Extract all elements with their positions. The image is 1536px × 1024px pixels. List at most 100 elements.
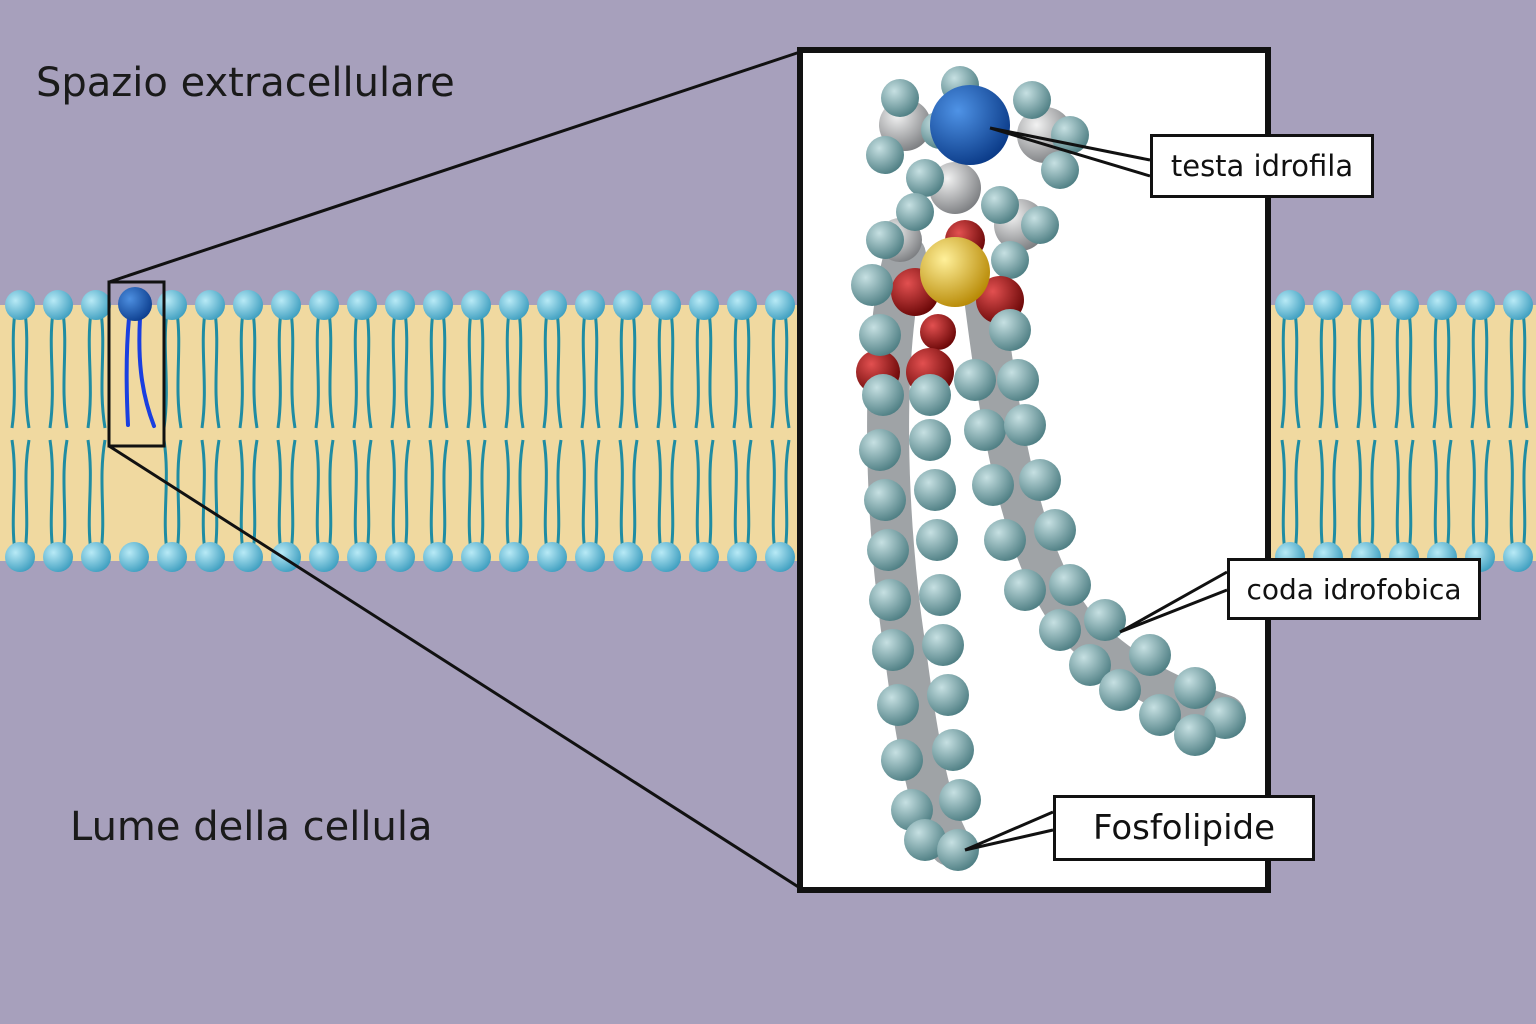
lipid-tail (555, 439, 563, 553)
lipid-tail (631, 311, 639, 429)
lipid-head (727, 542, 757, 572)
hydrogen-atom (972, 464, 1014, 506)
lipid-tail (1483, 439, 1491, 553)
lipid-tail (1508, 311, 1515, 429)
lipid-tail (1318, 311, 1325, 429)
lipid-tail (428, 439, 435, 553)
hydrogen-atom (1004, 404, 1046, 446)
lipid-head (195, 290, 225, 320)
callout-hydrophilic-head: testa idrofila (1150, 134, 1374, 198)
lipid-tail (365, 311, 373, 429)
lipid-tail (390, 311, 397, 429)
lipid-tail (86, 311, 93, 429)
hydrogen-atom (859, 314, 901, 356)
hydrogen-atom (906, 159, 944, 197)
lipid-tail (251, 311, 259, 429)
hydrogen-atom (939, 779, 981, 821)
hydrogen-atom (937, 829, 979, 871)
lipid-tail (390, 439, 397, 553)
lipid-tail (694, 439, 701, 553)
lipid-tail (1407, 439, 1415, 553)
hydrogen-atom (1174, 667, 1216, 709)
hydrogen-atom (1041, 151, 1079, 189)
lipid-tail (783, 439, 791, 553)
lipid-tail (428, 311, 435, 429)
lipid-head (1389, 290, 1419, 320)
lipid-tail (542, 311, 549, 429)
lipid-tail (1293, 311, 1301, 429)
lipid-head (385, 542, 415, 572)
lipid-tail (403, 439, 411, 553)
membrane-core-left (0, 305, 800, 561)
lipid-tail (1356, 311, 1363, 429)
lipid-tail (276, 439, 283, 553)
lipid-tail (1280, 311, 1287, 429)
lipid-head (43, 542, 73, 572)
lipid-tail (745, 311, 753, 429)
lipid-head (195, 542, 225, 572)
lipid-head (81, 290, 111, 320)
lipid-tail (707, 311, 715, 429)
hydrogen-atom (1084, 599, 1126, 641)
lipid-tail (200, 311, 207, 429)
lipid-tail (1470, 311, 1477, 429)
hydrogen-atom (877, 684, 919, 726)
lipid-tail (694, 311, 701, 429)
lipid-tail (1356, 439, 1363, 553)
lipid-head (727, 290, 757, 320)
lipid-head (43, 290, 73, 320)
lipid-head (1351, 290, 1381, 320)
lipid-tail (99, 311, 107, 429)
lipid-head (651, 290, 681, 320)
lipid-head (499, 542, 529, 572)
lipid-tail (238, 439, 245, 553)
lipid-tail (618, 311, 625, 429)
lipid-tail (1432, 439, 1439, 553)
lipid-head (689, 542, 719, 572)
hydrogen-atom (981, 186, 1019, 224)
lipid-tail (1521, 439, 1529, 553)
lipid-tail (580, 311, 587, 429)
lipid-head (5, 290, 35, 320)
lipid-tail (403, 311, 411, 429)
lipid-tail (1508, 439, 1515, 553)
lipid-tail (479, 311, 487, 429)
lipid-head (233, 542, 263, 572)
lipid-tail (504, 311, 511, 429)
lipid-head (575, 542, 605, 572)
hydrogen-atom (964, 409, 1006, 451)
hydrogen-atom (991, 241, 1029, 279)
highlighted-lipid-tail-right (137, 316, 156, 428)
lipid-head (765, 290, 795, 320)
lipid-tail (1369, 439, 1377, 553)
hydrogen-atom (927, 674, 969, 716)
lipid-tail (314, 311, 321, 429)
lipid-tail (631, 439, 639, 553)
highlighted-lipid-head (118, 287, 152, 321)
hydrogen-atom (1174, 714, 1216, 756)
hydrogen-atom (909, 374, 951, 416)
lipid-tail (276, 311, 283, 429)
lipid-tail (200, 439, 207, 553)
lipid-tail (289, 311, 297, 429)
hydrogen-atom (932, 729, 974, 771)
lipid-head (157, 290, 187, 320)
lipid-tail (99, 439, 107, 553)
lipid-tail (669, 311, 677, 429)
lipid-tail (213, 439, 221, 553)
lipid-tail (504, 439, 511, 553)
lipid-tail (213, 311, 221, 429)
lipid-tail (707, 439, 715, 553)
hydrogen-atom (997, 359, 1039, 401)
hydrogen-atom (1049, 564, 1091, 606)
lipid-tail (441, 311, 449, 429)
hydrogen-atom (866, 136, 904, 174)
lipid-head (1313, 290, 1343, 320)
lipid-tail (1470, 439, 1477, 553)
lipid-tail (1280, 439, 1287, 553)
lipid-tail (86, 439, 93, 553)
hydrogen-atom (859, 429, 901, 471)
hydrogen-atom (984, 519, 1026, 561)
lipid-head (537, 542, 567, 572)
label-extracellular-space: Spazio extracellulare (36, 60, 455, 106)
